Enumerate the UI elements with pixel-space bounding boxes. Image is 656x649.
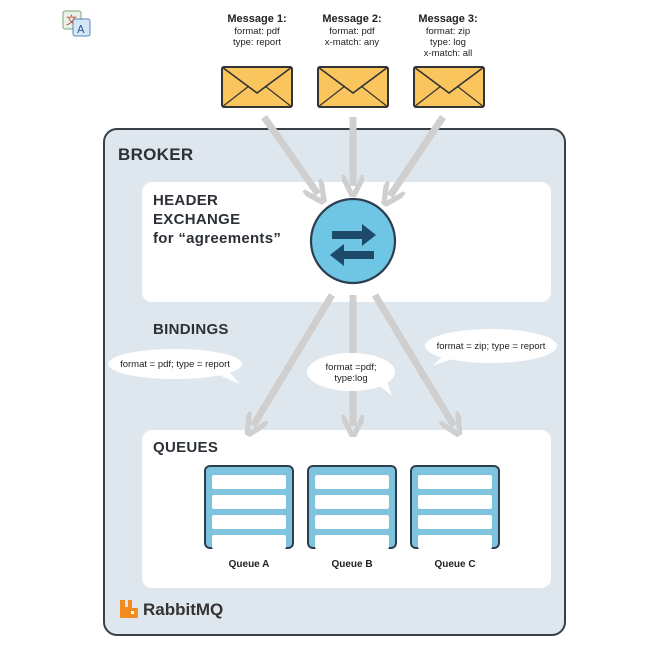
binding-b-text: format =pdf; type:log [325, 362, 377, 384]
message-3-label: Message 3: format: zip type: log x-match… [418, 13, 478, 60]
binding-bubble-b [307, 353, 395, 396]
envelope-icon [221, 66, 293, 108]
binding-bubble-c [425, 329, 557, 366]
arrow-to-queue-c [372, 293, 454, 426]
queues-title: QUEUES [153, 439, 219, 456]
arrow-message-3 [390, 115, 446, 196]
exchange-node [309, 197, 397, 285]
svg-text:A: A [77, 23, 85, 36]
rabbitmq-logo-icon [119, 599, 139, 619]
arrow-message-1 [261, 114, 318, 194]
arrow-to-queue-a [253, 293, 335, 426]
queue-a-label: Queue A [228, 559, 270, 570]
envelope-icon [317, 66, 389, 108]
binding-bubble-a [108, 349, 242, 384]
swap-arrows-icon [330, 224, 376, 266]
queue-a [204, 465, 294, 549]
svg-text:文: 文 [66, 13, 77, 27]
broker-title: BROKER [118, 145, 194, 164]
message-2-label: Message 2: format: pdf x-match: any [322, 13, 382, 49]
bindings-title: BINDINGS [153, 321, 229, 338]
binding-c-text: format = zip; type = report [436, 341, 546, 352]
queue-c-label: Queue C [434, 559, 476, 570]
exchange-title: HEADER EXCHANGE for “agreements” [153, 192, 282, 247]
queue-b [307, 465, 397, 549]
translate-icon[interactable]: 文 A [62, 8, 92, 38]
envelope-icon [413, 66, 485, 108]
message-1-label: Message 1: format: pdf type: report [227, 13, 287, 49]
binding-a-text: format = pdf; type = report [120, 359, 230, 370]
queue-c [410, 465, 500, 549]
queue-b-label: Queue B [331, 559, 373, 570]
rabbitmq-brand-name: RabbitMQ [143, 600, 224, 619]
